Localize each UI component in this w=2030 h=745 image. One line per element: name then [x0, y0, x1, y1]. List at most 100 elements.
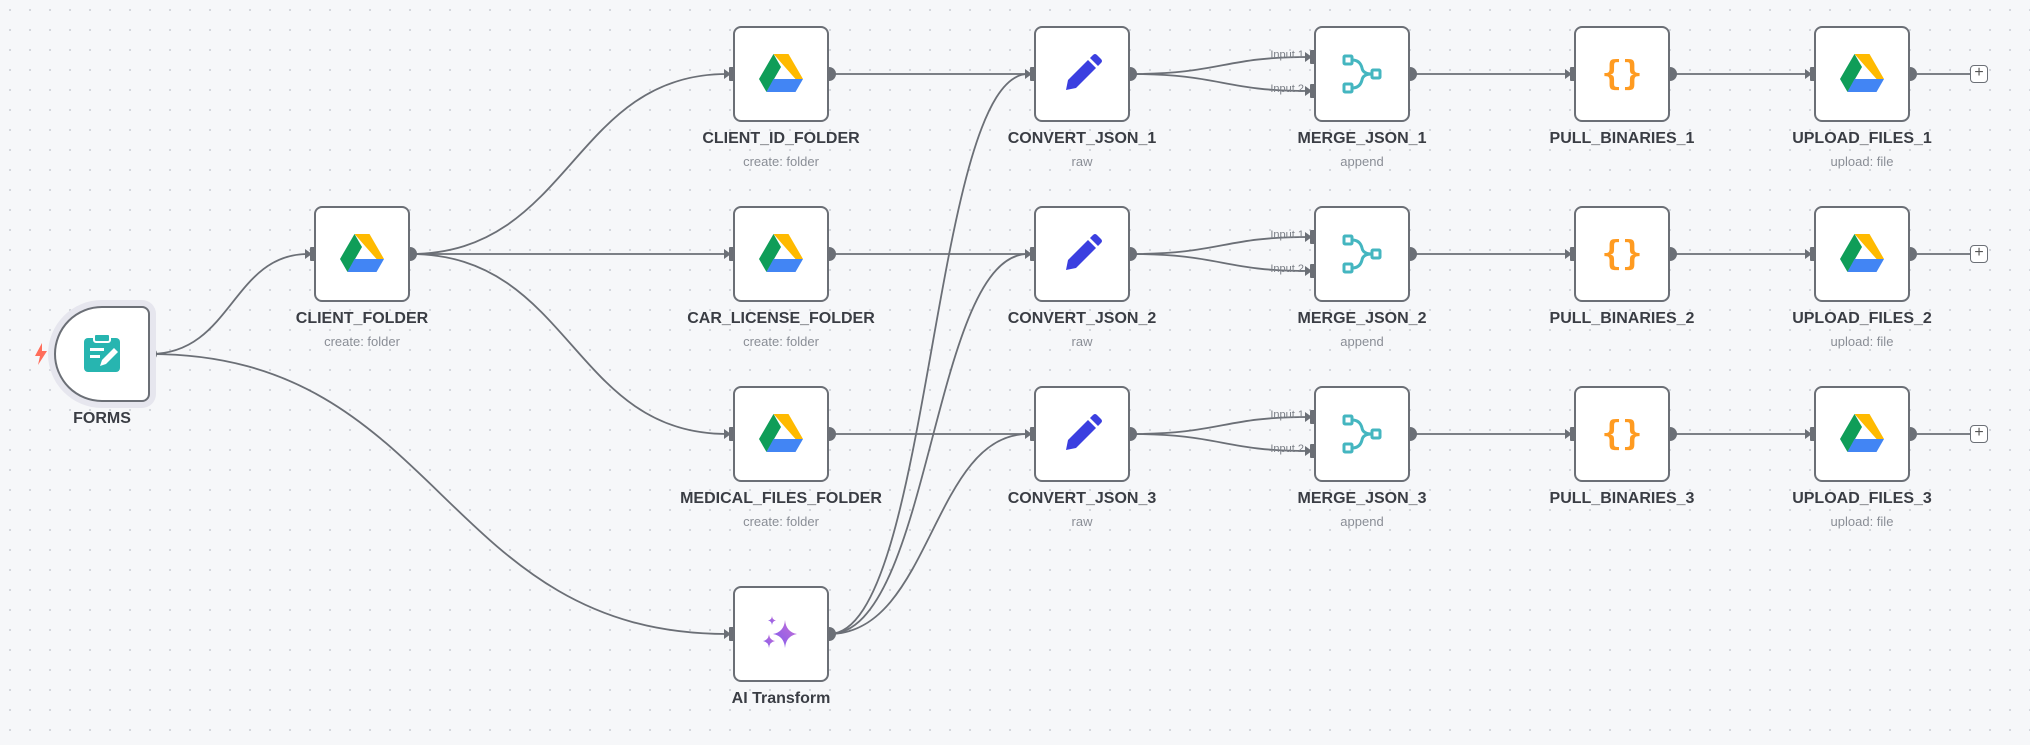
node-car-license-folder[interactable]: [733, 206, 829, 302]
google-drive-icon: [757, 230, 805, 278]
node-upload-files-1[interactable]: [1814, 26, 1910, 122]
connection-forms-to-client-folder[interactable]: [149, 253, 309, 355]
node-client-id-folder[interactable]: [733, 26, 829, 122]
node-sublabel: raw: [1071, 334, 1093, 349]
connection-arrow-icon: [1305, 52, 1312, 62]
node-sublabel: upload: file: [1830, 514, 1894, 529]
svg-text:{}: {}: [1602, 414, 1643, 454]
pencil-icon: [1058, 230, 1106, 278]
connection-arrow-icon: [1025, 69, 1032, 79]
node-sublabel: create: folder: [743, 154, 819, 169]
pencil-icon: [1058, 50, 1106, 98]
node-sublabel: append: [1340, 334, 1384, 349]
connection-arrow-icon: [724, 629, 731, 639]
connection-arrow-icon: [1805, 249, 1812, 259]
google-drive-icon: [1838, 50, 1886, 98]
node-label: MERGE_JSON_3: [1297, 490, 1427, 507]
node-sublabel: create: folder: [743, 514, 819, 529]
node-merge-json-1[interactable]: [1314, 26, 1410, 122]
connection-ai-transform-to-convert-json-1[interactable]: [828, 73, 1029, 635]
node-label: FORMS: [73, 410, 131, 427]
trigger-bolt-icon: [35, 343, 47, 365]
merge-input-label: Input 2: [1270, 263, 1304, 275]
node-sublabel: create: folder: [743, 334, 819, 349]
connection-ai-transform-to-convert-json-3[interactable]: [828, 433, 1029, 635]
node-ai-transform[interactable]: [733, 586, 829, 682]
node-label: AI Transform: [731, 690, 831, 707]
google-drive-icon: [757, 410, 805, 458]
node-convert-json-1[interactable]: [1034, 26, 1130, 122]
connection-convert-json-1-to-merge-json-1[interactable]: [1129, 56, 1309, 75]
connection-convert-json-1-to-merge-json-1[interactable]: [1129, 73, 1309, 92]
add-node-button[interactable]: +: [1970, 425, 1988, 443]
connection-convert-json-2-to-merge-json-2[interactable]: [1129, 253, 1309, 272]
connection-arrow-icon: [724, 69, 731, 79]
node-sublabel: create: folder: [324, 334, 400, 349]
node-sublabel: raw: [1071, 154, 1093, 169]
node-sublabel: append: [1340, 154, 1384, 169]
node-label: UPLOAD_FILES_3: [1792, 490, 1932, 507]
merge-icon: [1338, 50, 1386, 98]
code-braces-icon: {}: [1598, 230, 1646, 278]
connection-arrow-icon: [1025, 429, 1032, 439]
node-label: PULL_BINARIES_2: [1549, 310, 1695, 327]
node-label: PULL_BINARIES_3: [1549, 490, 1695, 507]
connection-arrow-icon: [1565, 429, 1572, 439]
add-node-button[interactable]: +: [1970, 245, 1988, 263]
connection-arrow-icon: [724, 429, 731, 439]
node-sublabel: upload: file: [1830, 154, 1894, 169]
connection-convert-json-3-to-merge-json-3[interactable]: [1129, 416, 1309, 435]
node-label: UPLOAD_FILES_2: [1792, 310, 1932, 327]
node-label: CONVERT_JSON_1: [1007, 130, 1157, 147]
node-forms[interactable]: [54, 306, 150, 402]
code-braces-icon: {}: [1598, 410, 1646, 458]
connection-arrow-icon: [1305, 86, 1312, 96]
node-medical-files-folder[interactable]: [733, 386, 829, 482]
node-convert-json-3[interactable]: [1034, 386, 1130, 482]
svg-text:{}: {}: [1602, 54, 1643, 94]
google-drive-icon: [1838, 410, 1886, 458]
node-upload-files-3[interactable]: [1814, 386, 1910, 482]
connection-convert-json-2-to-merge-json-2[interactable]: [1129, 236, 1309, 255]
google-drive-icon: [757, 50, 805, 98]
connection-arrow-icon: [1025, 249, 1032, 259]
node-client-folder[interactable]: [314, 206, 410, 302]
node-merge-json-2[interactable]: [1314, 206, 1410, 302]
merge-input-label: Input 1: [1270, 229, 1304, 241]
node-sublabel: raw: [1071, 514, 1093, 529]
merge-input-label: Input 2: [1270, 83, 1304, 95]
connection-arrow-icon: [1805, 429, 1812, 439]
node-convert-json-2[interactable]: [1034, 206, 1130, 302]
connection-convert-json-3-to-merge-json-3[interactable]: [1129, 433, 1309, 452]
connection-client-folder-to-medical-files-folder[interactable]: [409, 253, 728, 435]
node-upload-files-2[interactable]: [1814, 206, 1910, 302]
pencil-icon: [1058, 410, 1106, 458]
connection-arrow-icon: [1305, 232, 1312, 242]
node-pull-binaries-2[interactable]: {}: [1574, 206, 1670, 302]
node-merge-json-3[interactable]: [1314, 386, 1410, 482]
node-label: CONVERT_JSON_3: [1007, 490, 1157, 507]
node-label: CLIENT_ID_FOLDER: [702, 130, 860, 147]
form-trigger-icon: [78, 330, 126, 378]
merge-input-label: Input 1: [1270, 49, 1304, 61]
node-label: MERGE_JSON_1: [1297, 130, 1427, 147]
merge-icon: [1338, 230, 1386, 278]
merge-input-label: Input 2: [1270, 443, 1304, 455]
connection-arrow-icon: [305, 249, 312, 259]
google-drive-icon: [1838, 230, 1886, 278]
connection-forms-to-ai-transform[interactable]: [149, 353, 728, 635]
node-pull-binaries-1[interactable]: {}: [1574, 26, 1670, 122]
connection-client-folder-to-client-id-folder[interactable]: [409, 73, 728, 255]
connection-arrow-icon: [1305, 266, 1312, 276]
add-node-button[interactable]: +: [1970, 65, 1988, 83]
connection-arrow-icon: [1305, 446, 1312, 456]
node-label: UPLOAD_FILES_1: [1792, 130, 1932, 147]
ai-sparkle-icon: [757, 610, 805, 658]
connection-ai-transform-to-convert-json-2[interactable]: [828, 253, 1029, 635]
node-pull-binaries-3[interactable]: {}: [1574, 386, 1670, 482]
connection-arrow-icon: [1565, 69, 1572, 79]
connection-arrow-icon: [1565, 249, 1572, 259]
node-sublabel: append: [1340, 514, 1384, 529]
